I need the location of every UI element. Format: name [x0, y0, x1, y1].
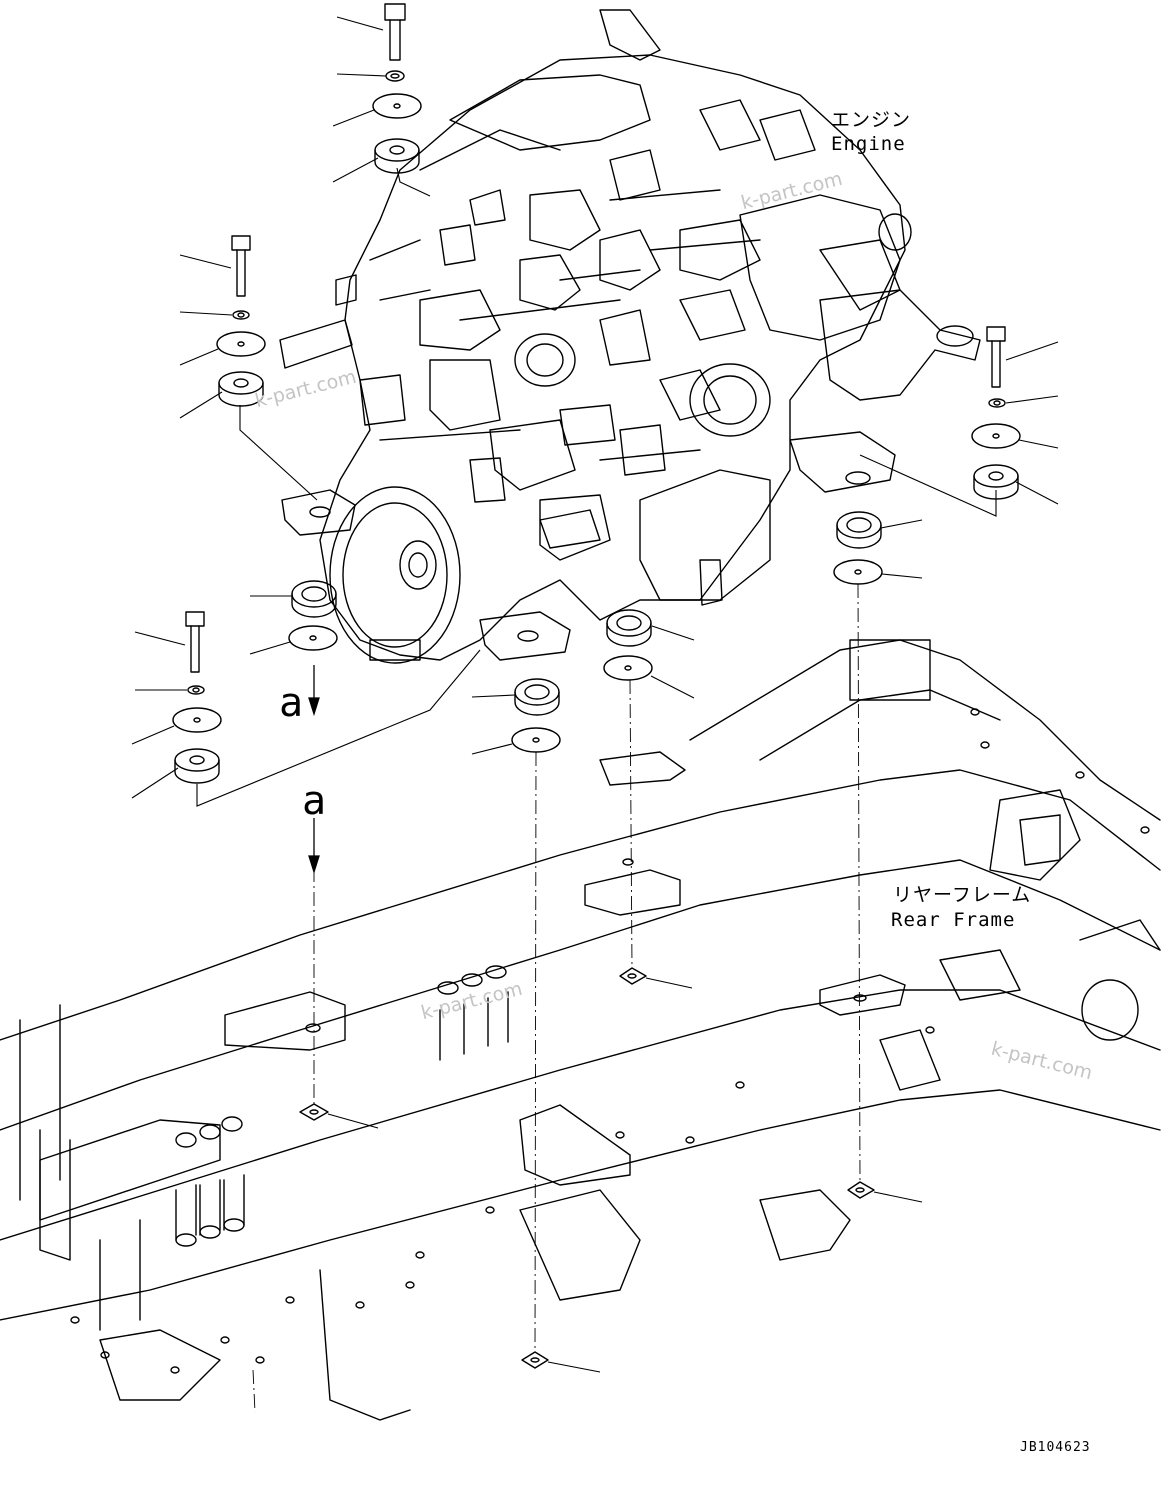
view-arrows [308, 665, 320, 875]
frame-bosses [70, 708, 1150, 1374]
leader-lines [131, 16, 1059, 1373]
frame-label-en: Rear Frame [891, 909, 1016, 931]
engine-label-en: Engine [831, 133, 906, 155]
drawing-code: JB104623 [1020, 1440, 1091, 1455]
under-cushions [288, 511, 883, 753]
mount-stack-right [971, 326, 1021, 500]
rear-frame [0, 639, 1161, 1421]
mount-stack-top [372, 3, 422, 174]
engine-label-jp: エンジン [831, 109, 912, 131]
view-marker-a-lower: a [302, 778, 327, 824]
frame-label-jp: リヤーフレーム [893, 884, 1032, 906]
mount-stack-left-lower [172, 611, 222, 784]
mount-stack-left-upper [216, 235, 266, 407]
engine-assembly [279, 9, 981, 664]
view-marker-a-upper: a [279, 680, 304, 726]
seat-plates [299, 967, 875, 1369]
center-lines [252, 583, 861, 1413]
frame-cylinders [175, 965, 509, 1247]
